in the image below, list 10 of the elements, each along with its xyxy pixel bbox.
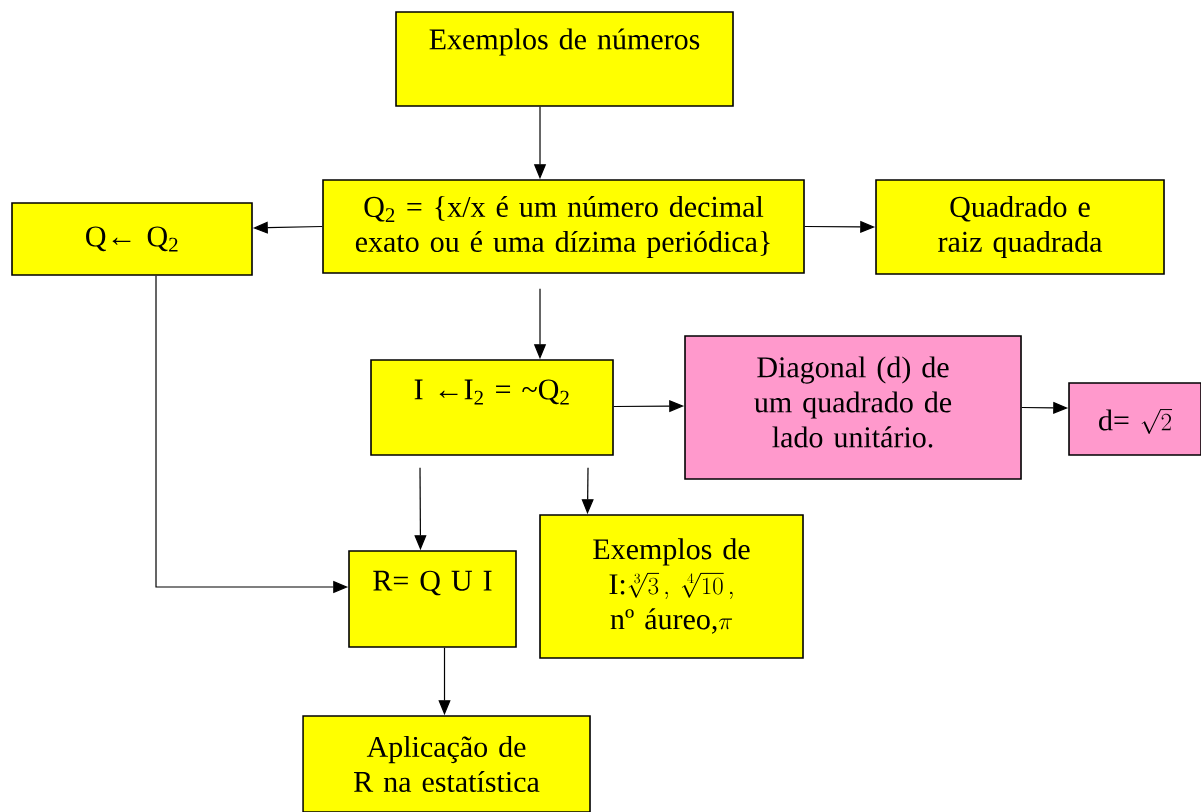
process-box: Q← Q$_{2}$	[11, 202, 253, 276]
process-box: I ←I$_{2}$ = ~Q$_{2}$	[370, 359, 614, 456]
process-box: Exemplos de números	[395, 11, 734, 107]
process-box: Aplicação de R na estatística	[302, 715, 591, 812]
process-box: R= Q U I	[348, 550, 517, 648]
process-box: Q$_{2}$ = {x/x é um número decimal exato ou é uma dízima periódica}	[322, 179, 805, 274]
process-box: Quadrado e raiz quadrada	[875, 179, 1165, 275]
process-box: d= $\sqrt{2}$	[1068, 382, 1201, 456]
process-box: Diagonal (d) de um quadrado de lado unitário.	[684, 335, 1022, 480]
process-box: Exemplos de I:$\sqrt[3]{3}\,,$ $\sqrt[4]{10}\,,$ nº áureo,$\pi$	[539, 514, 804, 659]
